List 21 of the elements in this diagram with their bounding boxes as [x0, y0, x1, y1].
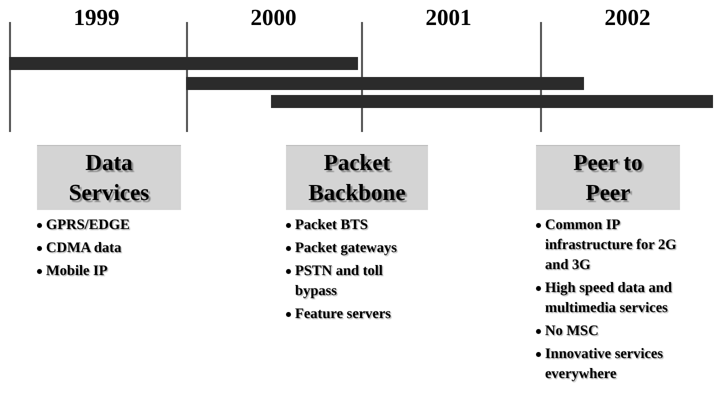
bullet-text: Mobile IP: [46, 262, 108, 281]
heading-box: Packet Backbone: [286, 145, 428, 210]
bullet-text: No MSC: [545, 322, 599, 341]
bullet-text: Packet BTS: [295, 216, 368, 235]
year-label: 2000: [250, 6, 298, 29]
heading-box: Data Services: [37, 145, 181, 210]
year-label: 2001: [424, 6, 472, 29]
heading-box: Peer to Peer: [536, 145, 680, 210]
bullet-text: Innovative services everywhere: [545, 345, 664, 384]
bullet-text: Packet gateways: [295, 239, 397, 258]
timeline-bar: [9, 57, 358, 70]
bullet-text: CDMA data: [46, 239, 122, 258]
bullet-text: Feature servers: [295, 305, 391, 324]
bullet-text: GPRS/EDGE: [46, 216, 130, 235]
year-label: 2002: [604, 6, 652, 29]
year-label: 1999: [72, 6, 120, 29]
bullet-text: High speed data and multimedia services: [545, 279, 673, 318]
bullet-text: Common IP infrastructure for 2G and 3G: [545, 216, 678, 275]
timeline-bar: [186, 77, 584, 90]
bullet-text: PSTN and toll bypass: [295, 262, 384, 301]
timeline-bar: [271, 95, 713, 108]
